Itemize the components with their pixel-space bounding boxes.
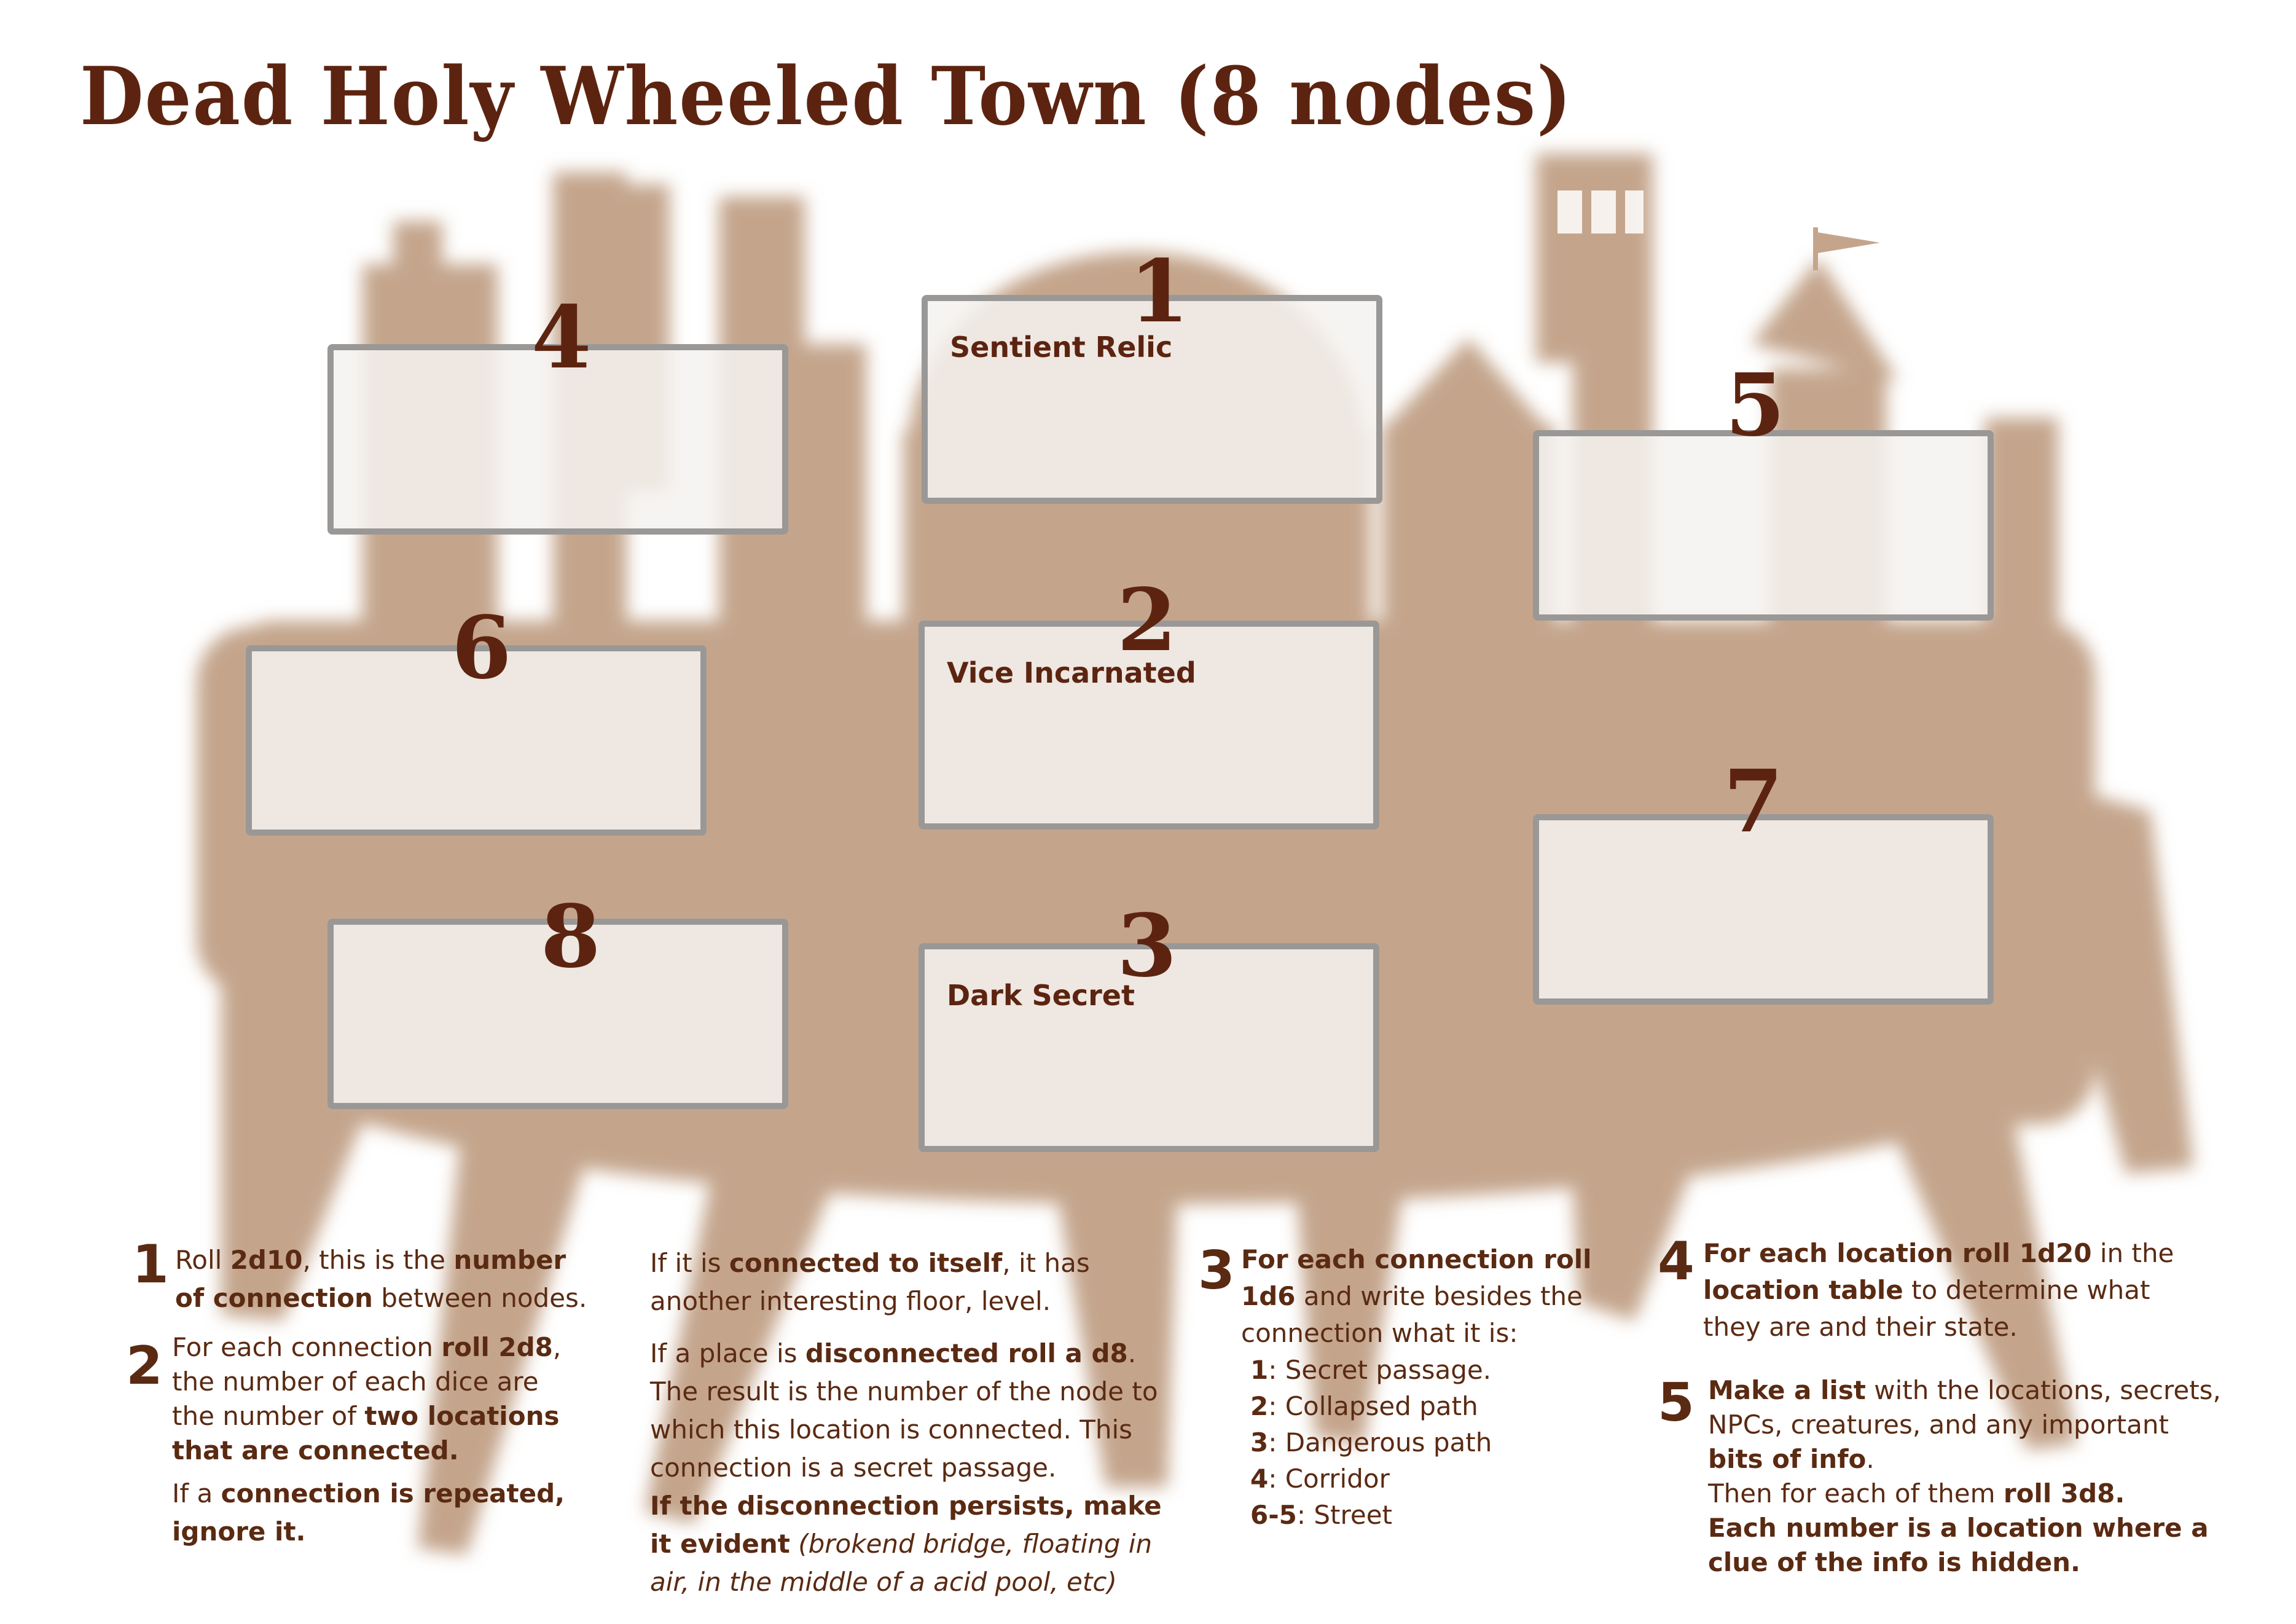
node-number-5: 5 [1725, 355, 1785, 456]
step-2-text: For each connection roll 2d8, the number… [172, 1332, 562, 1465]
node-number-3: 3 [1117, 896, 1177, 997]
node-box-3[interactable]: Dark Secret [919, 943, 1379, 1152]
node-box-4[interactable] [327, 344, 788, 535]
node-box-2[interactable]: Vice Incarnated [919, 621, 1379, 830]
list-item: 2: Collapsed path [1250, 1391, 1478, 1421]
list-item: 4: Corridor [1250, 1464, 1390, 1494]
disconnection-rules-text: If a place is disconnected roll a d8. Th… [650, 1338, 1162, 1597]
connection-type-list: 1: Secret passage. 2: Collapsed path 3: … [1250, 1352, 1619, 1533]
step-5-text: Make a list with the locations, secrets,… [1708, 1375, 2221, 1577]
step-4-text: For each location roll 1d20 in the locat… [1703, 1238, 2174, 1342]
node-box-1[interactable]: Sentient Relic [922, 295, 1382, 504]
list-item: 6-5: Street [1250, 1500, 1393, 1530]
page-title: Dead Holy Wheeled Town (8 nodes) [80, 49, 1573, 143]
list-item: 3: Dangerous path [1250, 1427, 1492, 1457]
step-number-4: 4 [1658, 1231, 1695, 1292]
step-2-note: If a connection is repeated, ignore it. [172, 1478, 565, 1547]
step-number-1: 1 [132, 1234, 169, 1295]
step-number-5: 5 [1658, 1372, 1695, 1434]
step-1-text: Roll 2d10, this is the number of connect… [175, 1245, 587, 1313]
node-number-6: 6 [452, 598, 512, 699]
node-box-5[interactable] [1533, 430, 1994, 621]
node-number-1: 1 [1129, 241, 1189, 342]
step-number-2: 2 [126, 1335, 163, 1397]
step-number-3: 3 [1198, 1240, 1235, 1301]
node-number-7: 7 [1723, 751, 1784, 852]
list-item: 1: Secret passage. [1250, 1355, 1492, 1385]
node-box-7[interactable] [1533, 814, 1994, 1005]
node-number-4: 4 [531, 288, 592, 388]
step-3-text: For each connection roll 1d6 and write b… [1241, 1244, 1592, 1348]
connection-rules-text: If it is connected to itself, it has ano… [650, 1248, 1090, 1316]
node-number-2: 2 [1117, 570, 1177, 671]
node-box-6[interactable] [246, 645, 707, 836]
node-label-1: Sentient Relic [950, 331, 1173, 364]
node-label-3: Dark Secret [947, 979, 1135, 1012]
node-label-2: Vice Incarnated [947, 656, 1196, 689]
node-number-8: 8 [541, 887, 601, 987]
node-box-8[interactable] [327, 919, 788, 1109]
